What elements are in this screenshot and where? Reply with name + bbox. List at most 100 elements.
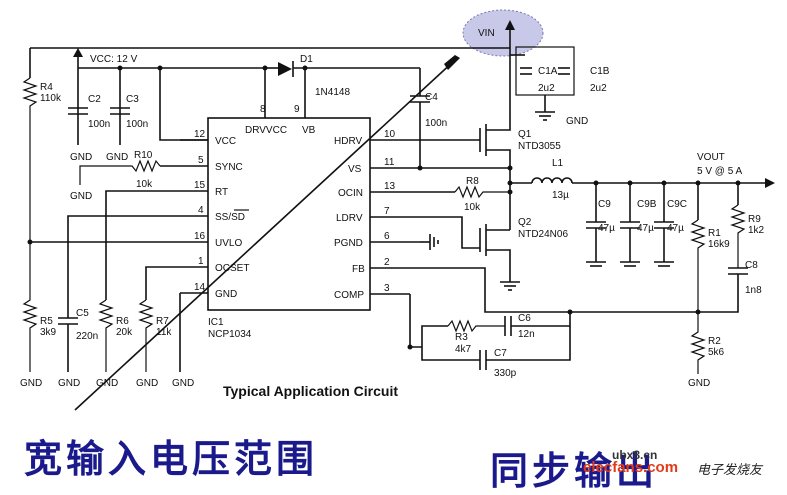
r3-val: 4k7 — [455, 344, 472, 355]
pin-num-right-5: 2 — [384, 257, 390, 268]
cn-title-sync-output: 同步输出 — [490, 449, 659, 493]
c1b-val: 2u2 — [590, 83, 607, 94]
pin-num-right-4: 6 — [384, 231, 390, 242]
q1-mosfet — [486, 115, 511, 131]
wire — [698, 274, 739, 313]
pin-num-left-3: 4 — [198, 205, 204, 216]
wire — [145, 266, 180, 300]
r6-ref: R6 — [116, 316, 129, 327]
pin-name-left-0: VCC — [215, 136, 236, 147]
r8-val: 10k — [464, 202, 481, 213]
pin-num-right-0: 10 — [384, 129, 396, 140]
gnd-c2: GND — [70, 152, 92, 163]
d1-val: 1N4148 — [315, 87, 350, 98]
wire — [421, 325, 448, 347]
q1-mosfet — [486, 149, 511, 168]
q1-val: NTD3055 — [518, 141, 561, 152]
c4-ref: C4 — [425, 92, 438, 103]
r10-resistor — [79, 159, 161, 185]
junction — [735, 180, 741, 186]
r7-resistor — [138, 299, 154, 372]
r8-ref: R8 — [466, 176, 479, 187]
c5-ref: C5 — [76, 308, 89, 319]
vout-label: VOUT — [697, 152, 725, 163]
pin-name-left-4: UVLO — [215, 238, 242, 249]
figure-caption: Typical Application Circuit — [223, 383, 399, 399]
c8-ref: C8 — [745, 260, 758, 271]
r5-ref: R5 — [40, 316, 53, 327]
r6-resistor — [98, 299, 114, 372]
vout-spec: 5 V @ 5 A — [697, 166, 743, 177]
pin-num-left-6: 14 — [194, 282, 206, 293]
wire — [105, 190, 180, 300]
pin-name-left-5: OCSET — [215, 263, 249, 274]
vin-label: VIN — [478, 28, 495, 39]
gnd-ic: GND — [172, 378, 194, 389]
r2-val: 5k6 — [708, 347, 725, 358]
l1-ref: L1 — [552, 158, 564, 169]
q2-ref: Q2 — [518, 217, 532, 228]
pin-num-right-6: 3 — [384, 283, 390, 294]
ic-ref: IC1 — [208, 317, 224, 328]
junction — [117, 65, 123, 71]
pin-num-left-0: 12 — [194, 129, 206, 140]
gnd-r2: GND — [688, 378, 710, 389]
c5-val: 220n — [76, 331, 98, 342]
r6-val: 20k — [116, 327, 133, 338]
pin-name-right-3: LDRV — [336, 213, 363, 224]
c6-val: 12n — [518, 329, 535, 340]
c9-val: 47µ — [598, 223, 615, 234]
q1-gate — [420, 128, 481, 152]
l1-inductor — [531, 177, 573, 184]
gnd-r7: GND — [136, 378, 158, 389]
pin-num-left-2: 15 — [194, 180, 206, 191]
vcc-label: VCC: 12 V — [90, 54, 138, 65]
pin-name-top-1: VB — [302, 125, 316, 136]
junction — [661, 180, 667, 186]
wire — [421, 347, 480, 361]
pin-num-top-1: 9 — [294, 104, 300, 115]
pin-num-left-5: 1 — [198, 256, 204, 267]
junction — [157, 65, 163, 71]
pin-name-left-6: GND — [215, 289, 237, 300]
pin-name-right-5: FB — [352, 264, 365, 275]
diagonal-arrow — [74, 59, 456, 411]
pin-name-right-6: COMP — [334, 290, 364, 301]
r7-ref: R7 — [156, 316, 169, 327]
r2-ref: R2 — [708, 336, 721, 347]
q1-ref: Q1 — [518, 129, 532, 140]
pin-name-left-3: SS/SD — [215, 212, 245, 223]
pin-num-left-1: 5 — [198, 155, 204, 166]
r9-val: 1k2 — [748, 225, 765, 236]
r10-val: 10k — [136, 179, 153, 190]
ic-right-pins — [370, 139, 420, 295]
pin-name-right-4: PGND — [334, 238, 363, 249]
pin-num-top-0: 8 — [260, 104, 266, 115]
c3-val: 100n — [126, 119, 148, 130]
gnd-r5: GND — [20, 378, 42, 389]
gnd-r6: GND — [96, 378, 118, 389]
c9b-val: 47µ — [637, 223, 654, 234]
pin-name-left-1: SYNC — [215, 162, 243, 173]
r1-resistor — [690, 219, 706, 312]
junction — [593, 180, 599, 186]
d1-ref: D1 — [300, 54, 313, 65]
junction — [262, 65, 268, 71]
arrow-icon — [765, 178, 775, 188]
watermark-site: ubx8.cn — [612, 448, 658, 462]
d1-diode — [278, 62, 292, 76]
c4-val: 100n — [425, 118, 447, 129]
r9-ref: R9 — [748, 214, 761, 225]
watermark-brand: elecfans.com — [583, 459, 679, 476]
c9-ref: C9 — [598, 199, 611, 210]
junction — [417, 165, 423, 171]
r10-ref: R10 — [134, 150, 153, 161]
gnd-c3: GND — [106, 152, 128, 163]
pin-num-right-1: 11 — [384, 157, 395, 168]
pin-name-top-0: DRVVCC — [245, 125, 287, 136]
pin-name-right-0: HDRV — [334, 136, 362, 147]
wire — [67, 215, 180, 318]
wire — [409, 294, 422, 348]
c3-ref: C3 — [126, 94, 139, 105]
watermark-tagline: 电子发烧友 — [697, 463, 763, 478]
